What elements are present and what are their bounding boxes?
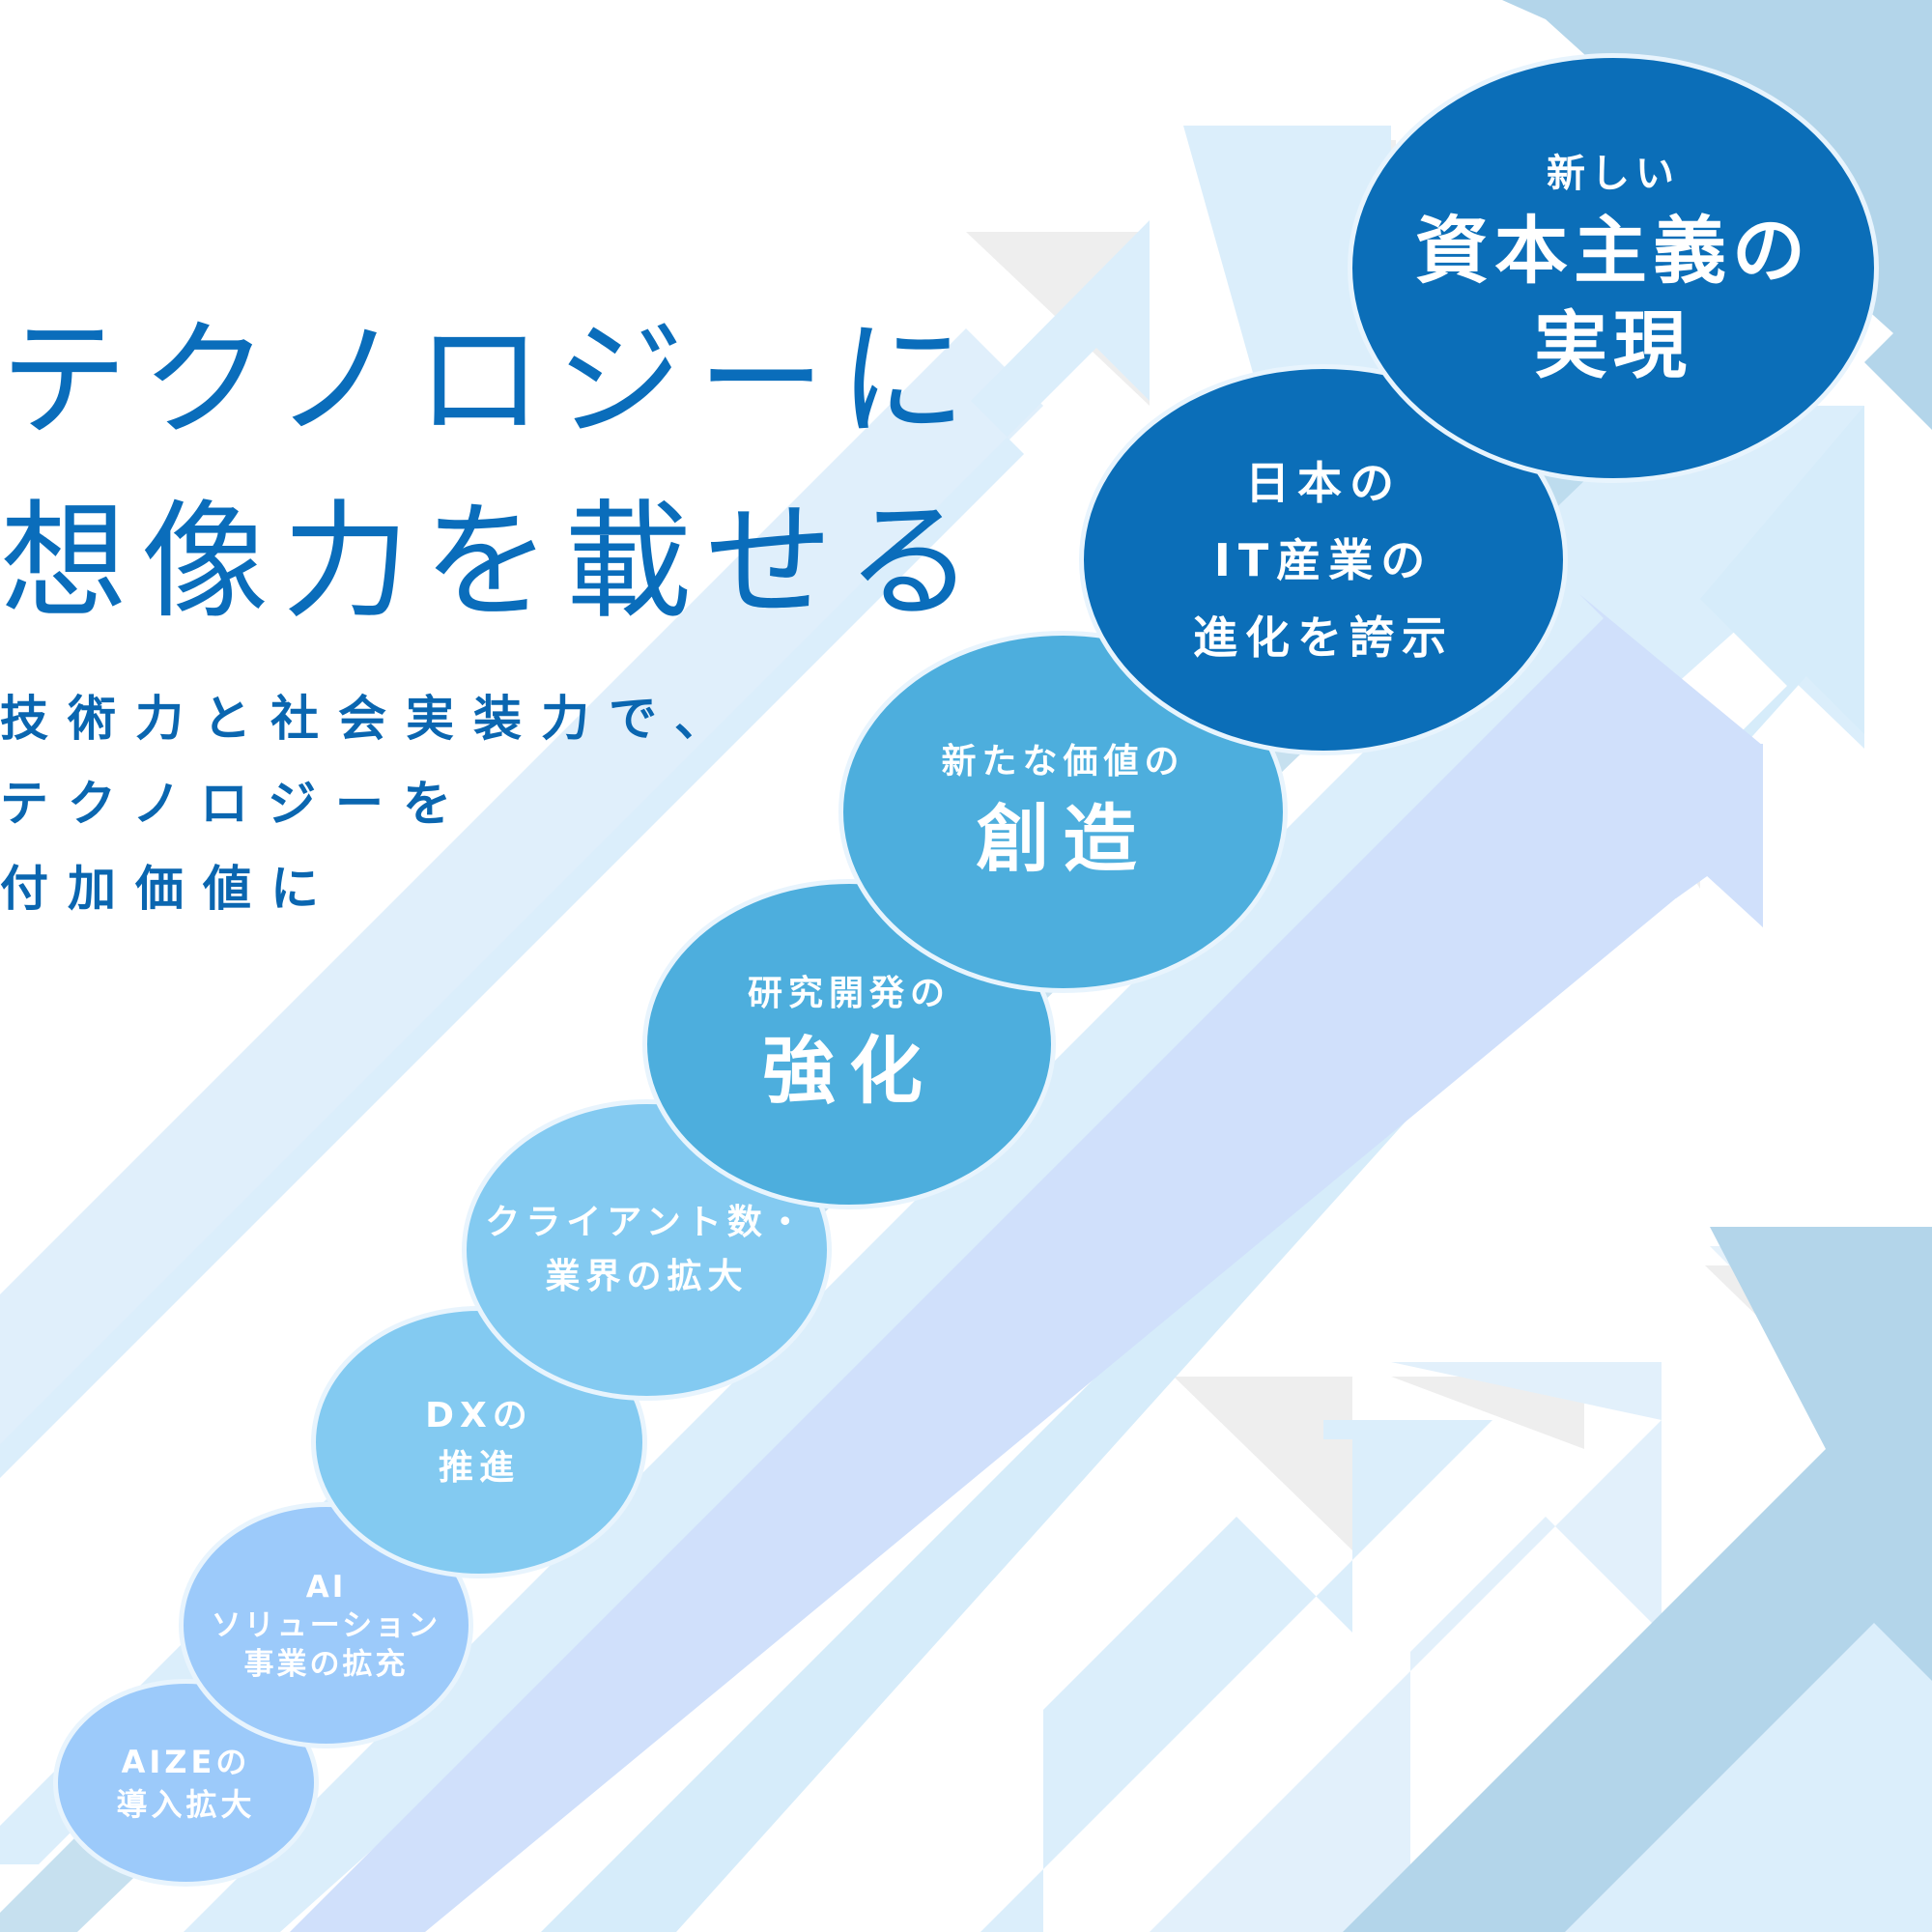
headline: テクノロジーに 想像力を載せる xyxy=(0,290,987,653)
arrow-lavender xyxy=(290,594,1763,1932)
step-label-large: 強化 xyxy=(762,1028,936,1114)
arrow-band-left xyxy=(0,328,1043,1449)
step-label-large: 資本主義の xyxy=(1415,207,1811,294)
headline-line-1: テクノロジーに xyxy=(0,306,980,455)
step-label: IT産業の xyxy=(1213,533,1434,586)
step-label: AIZEの xyxy=(121,1743,251,1780)
subtext-line-3: 付加価値に xyxy=(0,861,338,917)
subtext-line-1: 技術力と社会実装力で、 xyxy=(0,691,742,747)
subtext: 技術力と社会実装力で、 テクノロジーを 付加価値に xyxy=(0,676,742,931)
step-client-industry-expansion: クライアント数・ 業界の拡大 xyxy=(462,1099,832,1401)
arrow-lavender-head xyxy=(1584,744,1763,927)
step-label: 事業の拡充 xyxy=(243,1646,409,1682)
arrow-head-top-right xyxy=(1502,0,1932,430)
step-label: 日本の xyxy=(1245,456,1402,509)
step-new-capitalism: 新しい 資本主義の 実現 xyxy=(1348,53,1879,483)
step-label: AI xyxy=(305,1569,347,1605)
arrow-lower-2 xyxy=(1150,1362,1662,1932)
step-label-large: 創造 xyxy=(976,795,1151,882)
step-label: DXの xyxy=(425,1396,533,1435)
arrow-bottom-right-light xyxy=(1565,1623,1932,1932)
subtext-line-2: テクノロジーを xyxy=(0,776,470,832)
step-label: 導入拡大 xyxy=(116,1785,256,1823)
step-label: 業界の拡大 xyxy=(545,1257,749,1296)
arrow-light-1 xyxy=(0,220,1150,1478)
step-label: クライアント数・ xyxy=(485,1203,809,1242)
arrow-lower-1 xyxy=(980,1420,1492,1932)
step-label: 推進 xyxy=(438,1448,520,1488)
step-label-large: 実現 xyxy=(1534,301,1692,388)
step-label: 研究開発の xyxy=(747,974,951,1013)
step-label: ソリューション xyxy=(211,1607,441,1643)
step-label: 新しい xyxy=(1547,151,1680,196)
step-label: 新たな価値の xyxy=(941,741,1185,781)
step-label: 進化を誇示 xyxy=(1193,611,1454,664)
headline-line-2: 想像力を載せる xyxy=(0,488,987,637)
